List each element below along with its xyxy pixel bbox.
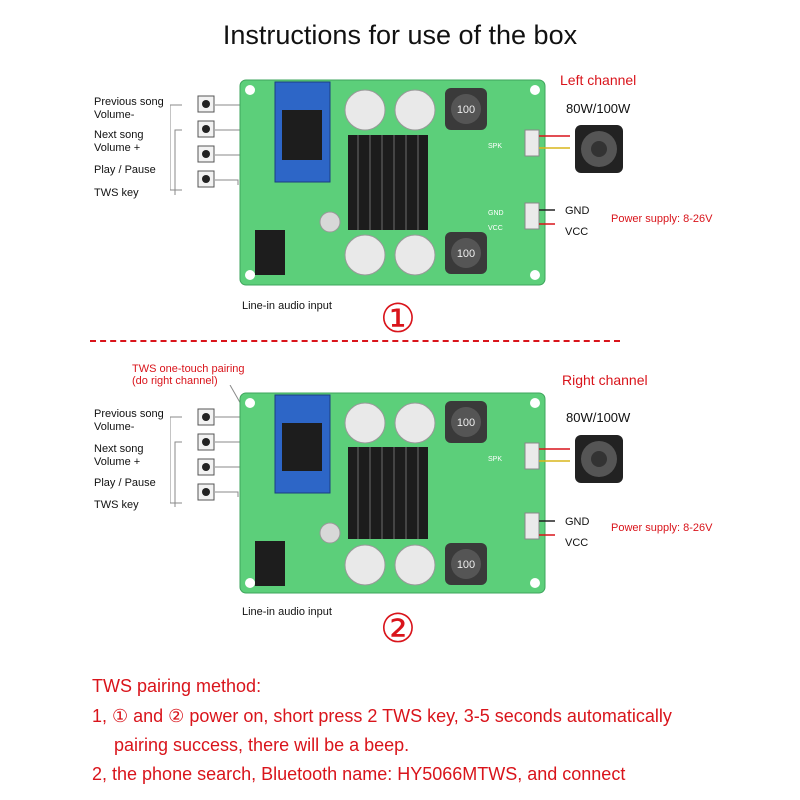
label-volume-minus-1: Volume-: [94, 109, 135, 121]
method-step-2: 2, the phone search, Bluetooth name: HY5…: [92, 764, 626, 784]
label-play-pause-1: Play / Pause: [94, 164, 156, 176]
inductor-label-1b: 100: [457, 248, 475, 260]
gnd-silk-1: GND: [488, 210, 504, 217]
spk-silk-1: SPK: [488, 143, 502, 150]
method-step-1-cont: pairing success, there will be a beep.: [114, 735, 410, 755]
label-previous-song-2: Previous song: [94, 408, 164, 420]
line-in-label-2: Line-in audio input: [242, 606, 332, 618]
label-play-pause-2: Play / Pause: [94, 477, 156, 489]
vcc-silk-1: VCC: [488, 225, 503, 232]
label-volume-minus-2: Volume-: [94, 421, 135, 433]
power-supply-label-1: Power supply: 8-26V: [611, 213, 713, 225]
channel-label-1: Left channel: [560, 72, 637, 88]
gnd-label-1: GND: [565, 205, 590, 217]
label-next-song-1: Next song: [94, 129, 144, 141]
power-supply-label-2: Power supply: 8-26V: [611, 522, 713, 534]
heatsink-2: [348, 447, 428, 539]
power-rating-1: 80W/100W: [566, 101, 631, 116]
pairing-note-line-1: TWS one-touch pairing: [132, 363, 245, 375]
inductor-label-2: 100: [457, 417, 475, 429]
board-diagram-1: 100 100 SPK GND VCC: [170, 79, 623, 286]
label-tws-key-1: TWS key: [94, 187, 139, 199]
label-next-song-2: Next song: [94, 443, 144, 455]
pairing-note-line-2: (do right channel): [132, 375, 218, 387]
gnd-label-2: GND: [565, 516, 590, 528]
vcc-label-1: VCC: [565, 226, 589, 238]
vcc-label-2: VCC: [565, 537, 589, 549]
power-rating-2: 80W/100W: [566, 410, 631, 425]
method-step-1: 1, ① and ② power on, short press 2 TWS k…: [92, 706, 672, 726]
panel-number-2: ②: [380, 606, 416, 652]
audio-jack-1: [255, 230, 285, 275]
label-volume-plus-2: Volume +: [94, 456, 141, 468]
inductor-label-2b: 100: [457, 559, 475, 571]
line-in-label-1: Line-in audio input: [242, 300, 332, 312]
spk-silk-2: SPK: [488, 456, 502, 463]
method-heading: TWS pairing method:: [92, 676, 262, 696]
audio-jack-2: [255, 541, 285, 586]
heatsink-1: [348, 135, 428, 230]
section-divider: [90, 340, 620, 342]
panel-number-1: ①: [380, 296, 416, 342]
label-volume-plus-1: Volume +: [94, 142, 141, 154]
channel-label-2: Right channel: [562, 372, 648, 388]
board-diagram-2: 100 100 SPK: [170, 385, 623, 594]
page-title: Instructions for use of the box: [222, 20, 578, 50]
label-previous-song-1: Previous song: [94, 96, 164, 108]
inductor-label-1: 100: [457, 104, 475, 116]
label-tws-key-2: TWS key: [94, 499, 139, 511]
